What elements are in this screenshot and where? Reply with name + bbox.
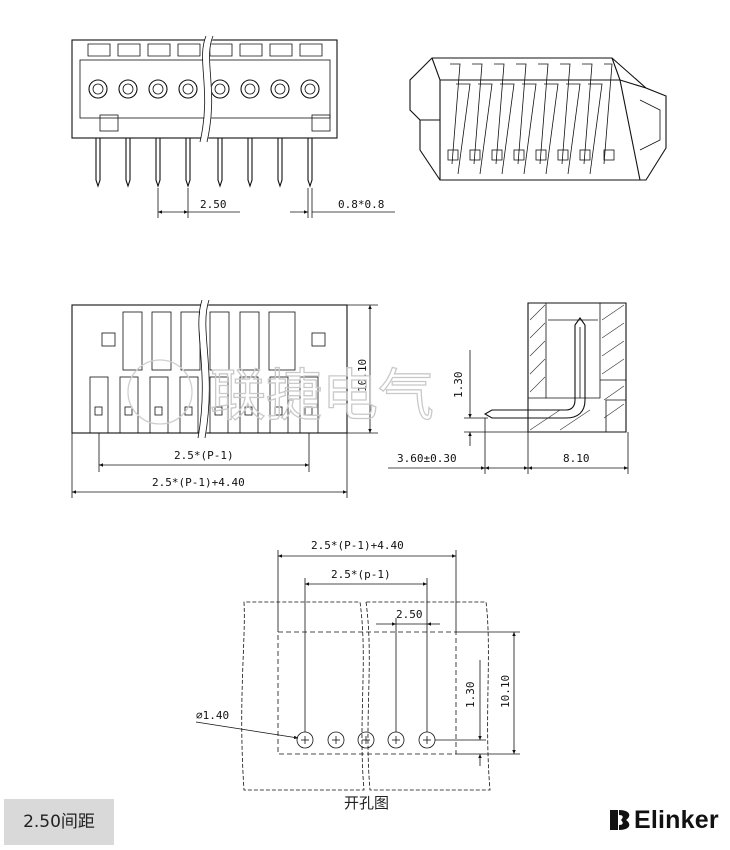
offset-label: 3.60±0.30	[397, 452, 457, 465]
brand-name: Elinker	[634, 805, 719, 834]
watermark: 联捷电气	[127, 359, 435, 430]
overall-formula-label: 2.5*(P-1)+4.40	[152, 476, 245, 489]
hole-overall-label: 2.5*(P-1)+4.40	[311, 539, 404, 552]
hole-height-label: 10.10	[499, 675, 512, 708]
hole-span-label: 2.5*(p-1)	[331, 568, 391, 581]
pitch-badge: 2.50间距	[4, 799, 114, 845]
pitch-label: 2.50	[200, 198, 227, 211]
cutout-caption: 开孔图	[344, 794, 389, 812]
panel-cutout-view: 2.5*(P-1)+4.40 2.5*(p-1) 2.50 1.30 10.10…	[195, 539, 520, 812]
top-view: 10.10 2.5*(P-1) 2.5*(P-1)+4.40	[71, 298, 378, 498]
hole-pitch-label: 2.50	[396, 608, 423, 621]
front-view: 2.50 0.8*0.8	[71, 34, 395, 218]
isometric-view	[409, 57, 667, 181]
pin-height-label: 1.30	[452, 372, 465, 399]
pin-section-label: 0.8*0.8	[338, 198, 384, 211]
hole-diameter-label: ⌀1.40	[196, 709, 229, 722]
brand-mark-icon	[610, 810, 630, 830]
brand-logo: Elinker	[608, 800, 723, 840]
depth-label: 8.10	[563, 452, 590, 465]
side-view: 1.30 3.60±0.30 8.10	[388, 302, 629, 474]
span-formula-label: 2.5*(P-1)	[174, 449, 234, 462]
hole-row-label: 1.30	[464, 682, 477, 709]
watermark-text: 联捷电气	[210, 364, 434, 429]
height-label: 10.10	[356, 359, 369, 392]
